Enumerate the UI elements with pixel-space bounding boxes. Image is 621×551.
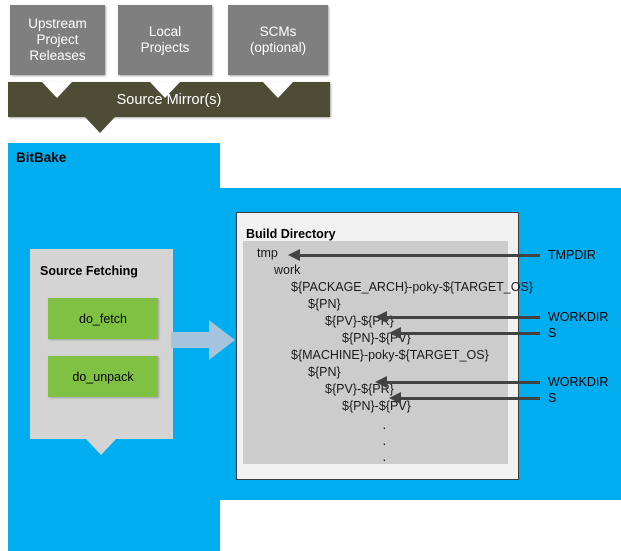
- source-box-local-line-1: Local: [148, 24, 182, 39]
- annotation-line-s-1: [397, 332, 540, 335]
- mirror-outlet-tab: [85, 117, 115, 133]
- annotation-label-tmpdir: TMPDIR: [548, 248, 596, 262]
- tree-node-pn-1: ${PN}: [308, 297, 341, 311]
- mirror-inlet-notch-local: [150, 82, 180, 98]
- source-box-local-projects: Local Projects: [118, 5, 212, 75]
- source-box-upstream-line-2: Project: [36, 32, 79, 47]
- build-directory-title: Build Directory: [246, 227, 336, 241]
- task-do-fetch[interactable]: do_fetch: [48, 298, 158, 339]
- fetch-to-builddir-arrow: [171, 320, 235, 360]
- source-box-upstream-line-3: Releases: [29, 48, 86, 63]
- source-fetching-title: Source Fetching: [40, 264, 138, 278]
- source-box-scms-line-2: (optional): [249, 40, 307, 55]
- source-box-upstream-line-1: Upstream: [28, 16, 87, 31]
- task-do-unpack[interactable]: do_unpack: [48, 356, 158, 397]
- build-directory-tree-area: [243, 241, 508, 464]
- tree-ellipsis-dot-1: ·: [382, 419, 387, 435]
- tree-ellipsis-dot-3: ·: [382, 451, 387, 467]
- annotation-arrowhead-tmpdir: [288, 249, 300, 261]
- source-mirror-label: Source Mirror(s): [116, 91, 222, 108]
- source-fetching-panel: [30, 249, 173, 439]
- tree-ellipsis-dot-2: ·: [382, 435, 387, 451]
- annotation-arrowhead-workdir-2: [375, 376, 387, 388]
- annotation-label-s-1: S: [548, 326, 557, 340]
- bitbake-inlet-notch: [85, 143, 115, 159]
- mirror-inlet-notch-scms: [263, 82, 293, 98]
- source-box-local-line-2: Projects: [140, 40, 190, 55]
- annotation-arrowhead-workdir-1: [375, 311, 387, 323]
- annotation-arrowhead-s-1: [389, 327, 401, 339]
- task-do-unpack-label: do_unpack: [72, 369, 134, 384]
- source-box-upstream: Upstream Project Releases: [10, 5, 105, 75]
- annotation-line-s-2: [397, 397, 540, 400]
- annotation-line-tmpdir: [296, 254, 540, 257]
- source-box-scms: SCMs (optional): [228, 5, 328, 75]
- annotation-arrowhead-s-2: [389, 392, 401, 404]
- tree-node-package-arch: ${PACKAGE_ARCH}-poky-${TARGET_OS}: [291, 280, 533, 294]
- annotation-line-workdir-2: [383, 381, 540, 384]
- source-box-scms-line-1: SCMs: [259, 24, 297, 39]
- annotation-label-s-2: S: [548, 391, 557, 405]
- task-do-fetch-label: do_fetch: [79, 311, 127, 326]
- annotation-label-workdir-1: WORKDIR: [548, 310, 609, 324]
- tree-node-tmp: tmp: [257, 246, 278, 260]
- bitbake-label: BitBake: [16, 150, 67, 165]
- annotation-line-workdir-1: [383, 316, 540, 319]
- tree-node-work: work: [274, 263, 301, 277]
- annotation-label-workdir-2: WORKDIR: [548, 375, 609, 389]
- tree-node-machine: ${MACHINE}-poky-${TARGET_OS}: [291, 348, 489, 362]
- tree-node-pn-2: ${PN}: [308, 365, 341, 379]
- source-fetching-outlet-tab: [86, 439, 116, 455]
- mirror-inlet-notch-upstream: [42, 82, 72, 98]
